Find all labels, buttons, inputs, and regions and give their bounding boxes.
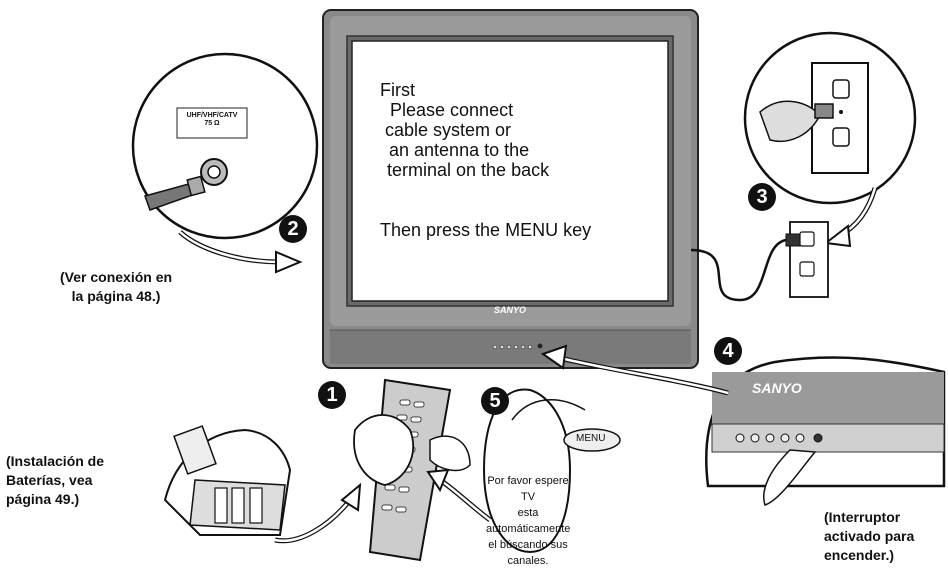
menu-key-label: MENU [576, 433, 606, 444]
tv-front-buttons [492, 343, 543, 350]
screen-line-2: Please connect [390, 100, 514, 120]
battery-arrow [274, 482, 362, 544]
remote-control [353, 378, 471, 562]
connection-caption-line2: la página 48.) [71, 288, 161, 304]
menu-bubble-text: Por favor espere TV esta automáticamente… [486, 473, 570, 569]
power-arrow [540, 344, 729, 396]
bubble-line2: esta automáticamente [486, 507, 571, 535]
bubble-line1: Por favor espere TV [487, 475, 569, 503]
power-caption-line1: (Interruptor [824, 509, 901, 525]
terminal-label-line1: UHF/VHF/CATV [186, 112, 238, 119]
step-2-marker: 2 [279, 215, 307, 243]
screen-line-first: First [380, 80, 415, 100]
batteries-caption-line3: página 49.) [6, 491, 80, 507]
step-4-marker: 4 [714, 337, 742, 365]
power-caption-line3: encender.) [824, 547, 895, 563]
terminal-label-line2: 75 Ω [204, 120, 220, 127]
step-1-marker: 1 [318, 381, 346, 409]
screen-line-4: an antenna to the [389, 140, 530, 160]
power-cord [690, 238, 787, 302]
bubble-line4: canales. [507, 555, 549, 567]
power-caption-line2: activado para [824, 528, 915, 544]
connection-caption: (Ver conexión en la página 48.) [60, 268, 172, 306]
antenna-arrow [178, 230, 303, 274]
screen-line-menu: Then press the MENU key [380, 220, 592, 240]
tv-brand-logo: SANYO [494, 305, 527, 315]
batteries-caption-line1: (Instalación de [6, 453, 105, 469]
bubble-line3: el búscando sus [488, 539, 568, 551]
screen-line-3: cable system or [385, 120, 512, 140]
step-3-marker: 3 [748, 183, 776, 211]
battery-compartment [163, 425, 292, 536]
outlet-arrow [823, 187, 878, 248]
power-caption: (Interruptor activado para encender.) [824, 508, 914, 565]
power-panel-brand-logo: SANYO [752, 380, 802, 396]
power-panel-inset [705, 356, 946, 506]
tv-screen-message: First Please connect cable system or an … [358, 58, 658, 298]
tv-cabinet [322, 9, 699, 369]
screen-line-5: terminal on the back [387, 160, 550, 180]
step-5-marker: 5 [481, 387, 509, 415]
antenna-terminal-label: UHF/VHF/CATV 75 Ω [178, 112, 246, 128]
tv-screen [351, 40, 669, 302]
batteries-caption-line2: Baterías, vea [6, 472, 93, 488]
connection-caption-line1: (Ver conexión en [60, 269, 173, 285]
batteries-caption: (Instalación de Baterías, vea página 49.… [6, 452, 104, 509]
menu-bubble [482, 388, 621, 554]
antenna-inset [131, 52, 319, 240]
outlet-inset [743, 31, 917, 205]
wall-outlet [785, 221, 829, 298]
menu-arrow [426, 468, 492, 522]
